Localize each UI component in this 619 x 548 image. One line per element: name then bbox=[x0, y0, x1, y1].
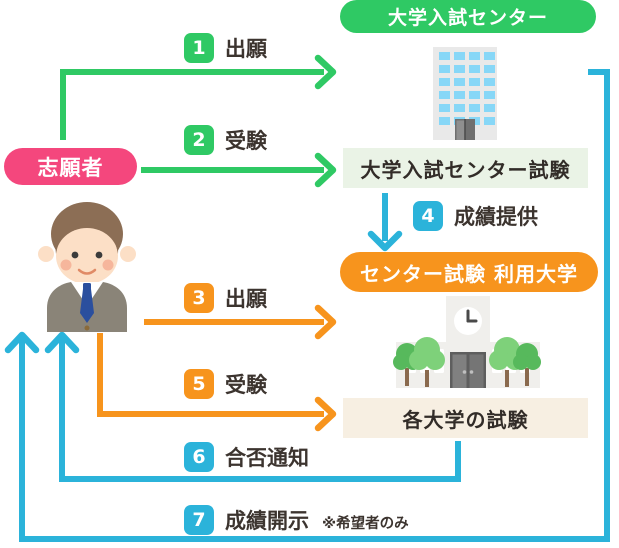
step-label: 出願 bbox=[225, 287, 267, 311]
step-label: 出願 bbox=[225, 37, 267, 61]
step-label: 成績開示 bbox=[225, 509, 309, 533]
node-university-exam-box: 各大学の試験 bbox=[343, 398, 588, 438]
clock-icon bbox=[466, 309, 478, 323]
node-center-exam-box: 大学入試センター試験 bbox=[343, 148, 588, 188]
step-5: 5 受験 bbox=[184, 369, 267, 399]
tree-icon bbox=[393, 337, 541, 387]
step-7: 7 成績開示 ※希望者のみ bbox=[184, 505, 409, 535]
businessman-illustration bbox=[38, 202, 136, 332]
step-6: 6 合否通知 bbox=[184, 442, 309, 472]
arrow-2-take-exam bbox=[141, 152, 337, 188]
step-3: 3 出願 bbox=[184, 283, 267, 313]
step-number-badge: 4 bbox=[413, 201, 443, 231]
node-center-badge: 大学入試センター bbox=[340, 0, 596, 33]
step-label: 受験 bbox=[225, 373, 267, 397]
step-label: 成績提供 bbox=[454, 205, 538, 229]
node-center-use-university-badge: センター試験 利用大学 bbox=[340, 252, 598, 292]
step-label: 受験 bbox=[225, 129, 267, 153]
step-note: ※希望者のみ bbox=[322, 516, 409, 532]
step-number-badge: 1 bbox=[184, 33, 214, 63]
step-number-badge: 2 bbox=[184, 125, 214, 155]
node-applicant-badge: 志願者 bbox=[4, 148, 137, 185]
school-building-icon bbox=[393, 296, 541, 388]
step-4: 4 成績提供 bbox=[413, 201, 538, 231]
step-number-badge: 5 bbox=[184, 369, 214, 399]
step-number-badge: 3 bbox=[184, 283, 214, 313]
step-number-badge: 6 bbox=[184, 442, 214, 472]
arrow-4-score-provision bbox=[367, 193, 403, 252]
step-number-badge: 7 bbox=[184, 505, 214, 535]
office-building-icon bbox=[433, 47, 497, 140]
step-1: 1 出願 bbox=[184, 33, 267, 63]
step-2: 2 受験 bbox=[184, 125, 267, 155]
step-label: 合否通知 bbox=[225, 446, 309, 470]
